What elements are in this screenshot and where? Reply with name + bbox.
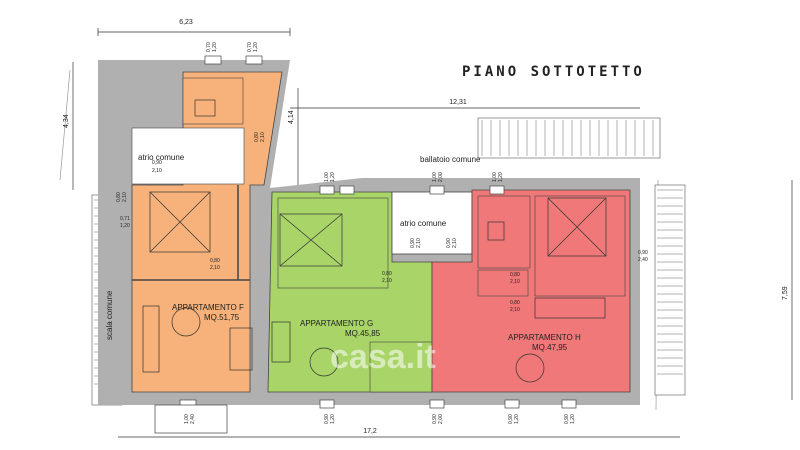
opening-label: 2,00 [438, 414, 444, 424]
atrio-center-label: atrio comune [400, 219, 447, 228]
furniture [142, 99, 607, 383]
apartment-h-name: APPARTAMENTO H [508, 333, 581, 342]
sink-h [487, 221, 505, 241]
table-h [515, 353, 545, 383]
bed-f [149, 191, 211, 253]
opening-label: 1,20 [120, 223, 130, 229]
opening-label: 2,40 [638, 257, 648, 263]
h-wardrobe [477, 269, 529, 297]
opening-label: 2,10 [510, 307, 520, 313]
opening-label: 1,00 [324, 172, 330, 182]
apartment-h [431, 189, 631, 393]
opening-label: 0,70 [206, 42, 212, 52]
opening-label: 1,00 [184, 414, 190, 424]
opening-label: 1,00 [492, 172, 498, 182]
right-staircase [477, 117, 686, 396]
opening-label: 0,80 [510, 300, 520, 306]
dim-top-width: 6,23 [179, 19, 193, 26]
apartment-g-area: MQ.45,85 [345, 329, 381, 338]
bed-g [279, 213, 343, 267]
dim-right-height: 7,59 [782, 286, 789, 300]
h-bedroom [534, 195, 626, 297]
sofa-h [534, 297, 606, 319]
apartment-f-fill [131, 71, 283, 393]
opening-label: 1,20 [514, 414, 520, 424]
apartment-f-name: APPARTAMENTO F [172, 303, 244, 312]
opening-label: 1,20 [330, 172, 336, 182]
opening-label: 0,71 [120, 216, 130, 222]
openings [154, 55, 577, 434]
opening-label: 1,20 [498, 172, 504, 182]
apartment-h-area: MQ.47,95 [532, 343, 568, 352]
apartment-f-area: MQ.51,75 [204, 313, 240, 322]
opening-label: 0,90 [152, 160, 162, 166]
table-g [309, 347, 339, 377]
kitchen-f [229, 327, 253, 371]
opening-label: 1,20 [212, 42, 218, 52]
apartment-f [131, 71, 283, 393]
opening-labels: 0,70 1,20 0,70 1,20 0,80 2,10 0,90 2,10 … [116, 42, 648, 424]
opening-label: 0,90 [638, 250, 648, 256]
sink-f [194, 99, 216, 117]
opening-label: 1,20 [570, 414, 576, 424]
dim-mid-height: 4,14 [288, 110, 295, 124]
opening-label: 0,80 [210, 258, 220, 264]
watermark-text: casa.it [330, 338, 436, 376]
sofa-g [271, 321, 291, 363]
g-bedroom [277, 197, 389, 289]
opening-label: 2,10 [122, 192, 128, 202]
scala-label: scala comune [105, 290, 114, 340]
dim-right-width: 12,31 [449, 99, 467, 106]
opening-label: 1,20 [253, 42, 259, 52]
opening-label: 1,20 [330, 414, 336, 424]
dim-bottom-width: 17,2 [363, 428, 377, 435]
opening-label: 0,90 [432, 414, 438, 424]
opening-label: 2,10 [260, 132, 266, 142]
plan-title: PIANO SOTTOTETTO [462, 64, 645, 80]
opening-label: 2,00 [438, 172, 444, 182]
bed-h [547, 197, 607, 257]
opening-label: 0,90 [324, 414, 330, 424]
opening-label: 2,40 [190, 414, 196, 424]
atrio-left-label: atrio comune [138, 153, 185, 162]
opening-label: 2,10 [416, 238, 422, 248]
opening-label: 2,10 [210, 265, 220, 271]
opening-label: 0,90 [410, 238, 416, 248]
opening-label: 2,10 [382, 278, 392, 284]
opening-label: 2,10 [452, 238, 458, 248]
opening-label: 0,70 [247, 42, 253, 52]
sofa-f [142, 305, 160, 373]
apartment-g-name: APPARTAMENTO G [300, 319, 373, 328]
ballatoio-label: ballatoio comune [420, 155, 481, 164]
opening-label: 0,80 [116, 192, 122, 202]
table-f [171, 307, 201, 337]
opening-label: 2,10 [510, 279, 520, 285]
opening-label: 0,80 [382, 271, 392, 277]
dim-left-height: 4,34 [63, 114, 70, 128]
f-bathroom [182, 77, 244, 125]
atrio-left [131, 127, 245, 185]
opening-label: 1,00 [432, 172, 438, 182]
opening-label: 0,90 [508, 414, 514, 424]
opening-label: 0,80 [254, 132, 260, 142]
opening-label: 0,80 [510, 272, 520, 278]
opening-label: 0,90 [446, 238, 452, 248]
opening-label: 2,10 [152, 168, 162, 174]
opening-label: 0,90 [564, 414, 570, 424]
